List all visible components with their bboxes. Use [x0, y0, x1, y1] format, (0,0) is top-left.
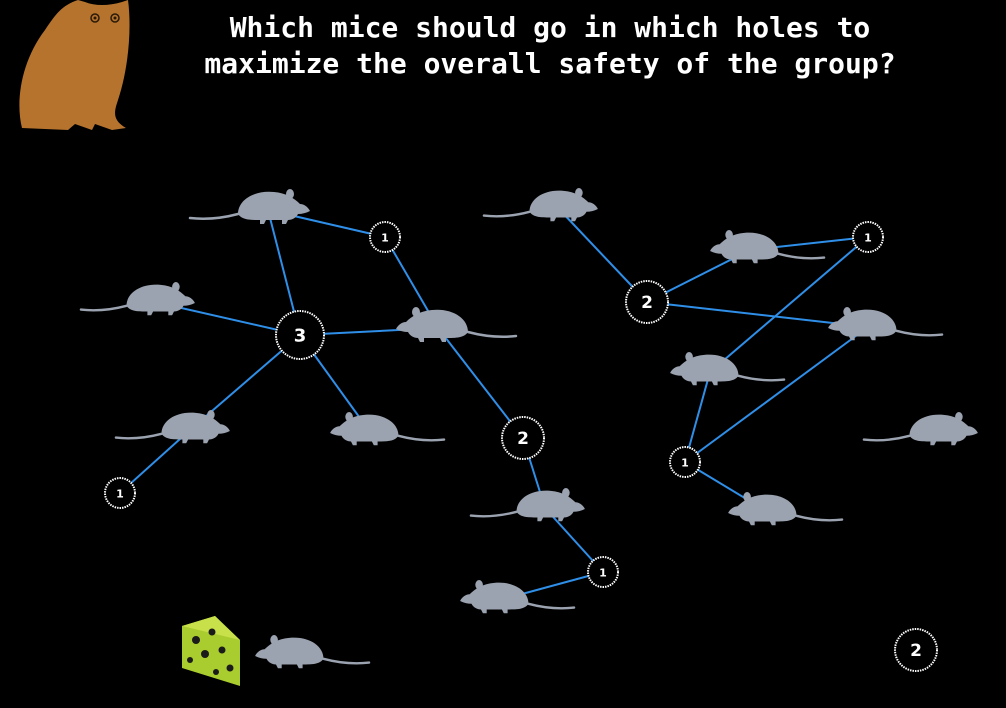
mouse-icon[interactable] [396, 307, 518, 342]
hole-h8[interactable]: 1 [669, 446, 701, 478]
hole-h6[interactable]: 1 [587, 556, 619, 588]
edges [119, 207, 869, 601]
mouse-icon[interactable] [862, 412, 978, 446]
hole-capacity-label: 1 [381, 232, 389, 245]
hole-h4[interactable]: 1 [104, 477, 136, 509]
hole-capacity-label: 1 [116, 488, 124, 501]
mouse-icon[interactable] [114, 410, 230, 444]
mouse-icon[interactable] [330, 412, 446, 446]
edge-m3-h3 [437, 327, 524, 439]
mouse-icon[interactable] [79, 282, 195, 316]
hole-h7[interactable]: 1 [852, 221, 884, 253]
mouse-icon[interactable] [482, 188, 598, 222]
mouse-icon[interactable] [670, 352, 786, 386]
mouse-icon[interactable] [255, 635, 371, 669]
hole-h5[interactable]: 2 [625, 280, 669, 324]
mouse-icon[interactable] [728, 492, 844, 526]
mouse-icon[interactable] [469, 488, 585, 522]
title-line-1: Which mice should go in which holes to [229, 11, 871, 44]
mouse-icon[interactable] [828, 307, 944, 341]
edge-m10-h7 [709, 236, 869, 373]
mouse-icon[interactable] [710, 230, 826, 264]
mouse-icon[interactable] [460, 580, 576, 614]
cheese-icon [182, 616, 240, 686]
hole-capacity-label: 2 [910, 641, 922, 661]
edge-m8-h5 [557, 207, 648, 303]
mouse-icon[interactable] [188, 189, 310, 224]
owl-icon [19, 0, 130, 130]
hole-h9[interactable]: 2 [894, 628, 938, 672]
hole-capacity-label: 2 [641, 293, 653, 313]
holes: 3 1 2 1 2 1 1 1 2 [104, 221, 938, 672]
hole-h2[interactable]: 1 [369, 221, 401, 253]
hole-capacity-label: 1 [864, 232, 872, 245]
hole-capacity-label: 1 [599, 567, 607, 580]
hole-capacity-label: 2 [517, 429, 529, 449]
title-line-2: maximize the overall safety of the group… [204, 47, 896, 80]
page-title: Which mice should go in which holes to m… [150, 10, 950, 82]
edge-m11-h5 [646, 301, 869, 328]
edge-m11-h8 [684, 326, 869, 463]
hole-capacity-label: 1 [681, 457, 689, 470]
mice [79, 188, 978, 669]
hole-capacity-label: 3 [294, 326, 307, 347]
edge-m10-h8 [684, 371, 711, 463]
hole-h1[interactable]: 3 [275, 310, 325, 360]
hole-h3[interactable]: 2 [501, 416, 545, 460]
